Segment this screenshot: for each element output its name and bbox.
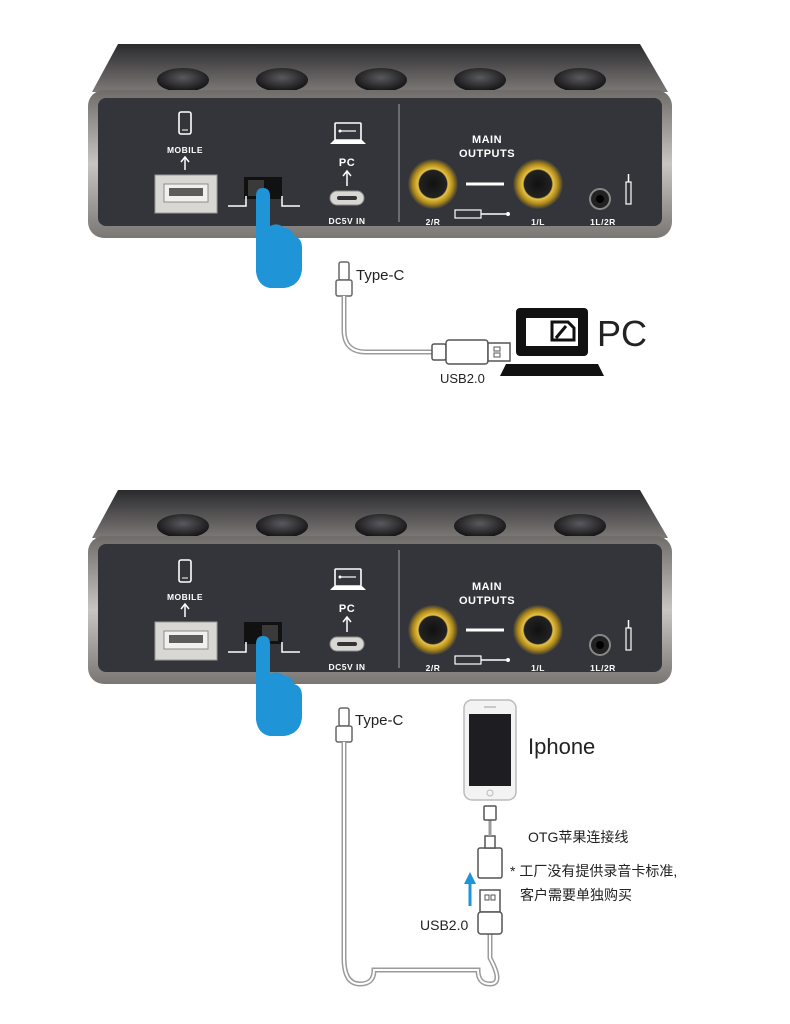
note-line-1: * 工厂没有提供录音卡标准, (510, 863, 677, 879)
interface-top-lid (92, 44, 668, 92)
usb-c-port[interactable] (329, 190, 365, 206)
audio-interface-top: MOBILE PC (88, 44, 672, 238)
laptop-usb-icon (330, 568, 366, 590)
knob-row (157, 68, 606, 92)
out-1l-label: 1/L (531, 217, 545, 227)
trs-plug-icon (454, 209, 510, 219)
audio-interface-bottom: MOBILE PC DC5 (88, 490, 672, 684)
knob[interactable] (157, 514, 209, 538)
mobile-phone-icon (178, 559, 192, 583)
laptop-usb-icon (330, 122, 366, 144)
mobile-phone-icon (178, 111, 192, 135)
interface-top-lid (92, 490, 668, 538)
otg-cable-label: OTG苹果连接线 (528, 829, 628, 845)
usb-a-port[interactable] (154, 174, 218, 214)
outputs-label: OUTPUTS (459, 595, 515, 607)
note-line-2: 客户需要单独购买 (520, 887, 632, 903)
iphone-label: Iphone (528, 734, 595, 759)
trs-plug-icon (625, 620, 632, 651)
main-label: MAIN (472, 581, 502, 593)
type-c-label-bottom: Type-C (355, 712, 404, 729)
headphone-jack[interactable] (589, 634, 611, 656)
mobile-label: MOBILE (167, 145, 203, 155)
out-2r-label: 2/R (426, 663, 441, 673)
out-2r-label: 2/R (426, 217, 441, 227)
out-1l-label: 1/L (531, 663, 545, 673)
out-phone-label: 1L/2R (590, 217, 616, 227)
usb-a-port[interactable] (154, 621, 218, 661)
up-arrow-icon (464, 872, 476, 906)
knob-row (157, 514, 606, 538)
pc-device-label: PC (597, 313, 647, 354)
type-c-usb-cable-top (335, 261, 511, 365)
mode-switch[interactable] (228, 622, 300, 653)
trs-plug-icon (625, 174, 632, 205)
desktop-pc-icon (500, 308, 604, 376)
output-jack-2r[interactable] (408, 605, 458, 655)
usb-label-bottom: USB2.0 (420, 917, 468, 933)
up-arrow-icon (342, 169, 352, 186)
knob[interactable] (355, 514, 407, 538)
knob[interactable] (454, 514, 506, 538)
knob[interactable] (554, 514, 606, 538)
knob[interactable] (256, 68, 308, 92)
out-phone-label: 1L/2R (590, 663, 616, 673)
dc-in-label: DC5V IN (328, 662, 365, 672)
up-arrow-icon (342, 615, 352, 632)
output-jack-1l[interactable] (513, 159, 563, 209)
pc-label: PC (339, 157, 355, 169)
mobile-label: MOBILE (167, 592, 203, 602)
knob[interactable] (157, 68, 209, 92)
usb-c-port[interactable] (329, 636, 365, 652)
iphone-image (463, 699, 517, 801)
trs-plug-icon (454, 655, 510, 665)
type-c-label-top: Type-C (356, 267, 405, 284)
main-label: MAIN (472, 134, 502, 146)
up-arrow-icon (180, 602, 190, 617)
pointing-hand-icon (256, 636, 302, 736)
headphone-jack[interactable] (589, 188, 611, 210)
outputs-label: OUTPUTS (459, 148, 515, 160)
knob[interactable] (256, 514, 308, 538)
type-c-otg-cable-bottom (335, 707, 503, 987)
up-arrow-icon (180, 155, 190, 170)
pc-label: PC (339, 603, 355, 615)
knob[interactable] (454, 68, 506, 92)
knob[interactable] (554, 68, 606, 92)
output-jack-2r[interactable] (408, 159, 458, 209)
output-jack-1l[interactable] (513, 605, 563, 655)
knob[interactable] (355, 68, 407, 92)
usb-label-top: USB2.0 (440, 371, 485, 386)
pointing-hand-icon (256, 188, 302, 288)
dc-in-label: DC5V IN (328, 216, 365, 226)
